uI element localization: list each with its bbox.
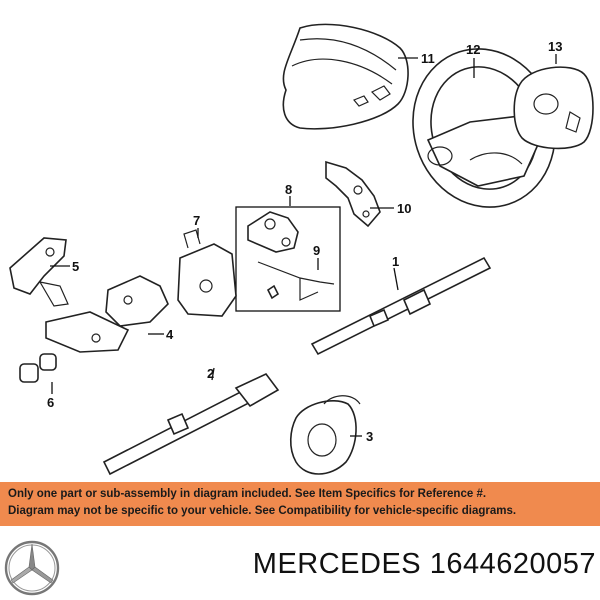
part-10-bracket [325, 160, 381, 228]
callout-8: 8 [285, 182, 292, 197]
callout-3: 3 [366, 429, 373, 444]
disclaimer-line-1: Only one part or sub-assembly in diagram… [8, 488, 487, 500]
callout-12: 12 [466, 42, 480, 57]
part-2-intermediate-shaft [102, 373, 280, 476]
callout-5: 5 [72, 259, 79, 274]
part-6-bushing [19, 353, 57, 383]
disclaimer-banner: Only one part or sub-assembly in diagram… [0, 482, 600, 526]
part-number-label: MERCEDES 1644620057 [252, 548, 596, 580]
steering-column-diagram: 1 2 3 4 5 6 7 8 9 10 11 12 13 [9, 23, 594, 476]
part-5-lever-bracket [9, 237, 69, 307]
callout-6: 6 [47, 395, 54, 410]
part-4-mount-bracket [45, 275, 169, 353]
part-7-switch-housing [177, 229, 237, 317]
callout-9: 9 [313, 243, 320, 258]
part-8-lock-housing [247, 211, 299, 253]
part-1-steering-shaft [310, 256, 492, 356]
part-11-column-cover [282, 23, 409, 130]
callout-13: 13 [548, 39, 562, 54]
callout-7: 7 [193, 213, 200, 228]
leader-lines [50, 54, 557, 437]
callout-11: 11 [421, 51, 435, 66]
callout-1: 1 [392, 254, 399, 269]
part-9-linkage [257, 261, 335, 301]
callout-10: 10 [397, 201, 411, 216]
mercedes-star-icon [4, 540, 60, 596]
disclaimer-line-2: Diagram may not be specific to your vehi… [8, 505, 517, 517]
callout-2: 2 [207, 366, 214, 381]
part-8-9-box [235, 206, 341, 312]
callout-labels: 1 2 3 4 5 6 7 8 9 10 11 12 13 [47, 39, 562, 444]
part-3-dust-boot [289, 395, 361, 475]
callout-4: 4 [166, 327, 174, 342]
part-13-airbag [513, 66, 594, 150]
